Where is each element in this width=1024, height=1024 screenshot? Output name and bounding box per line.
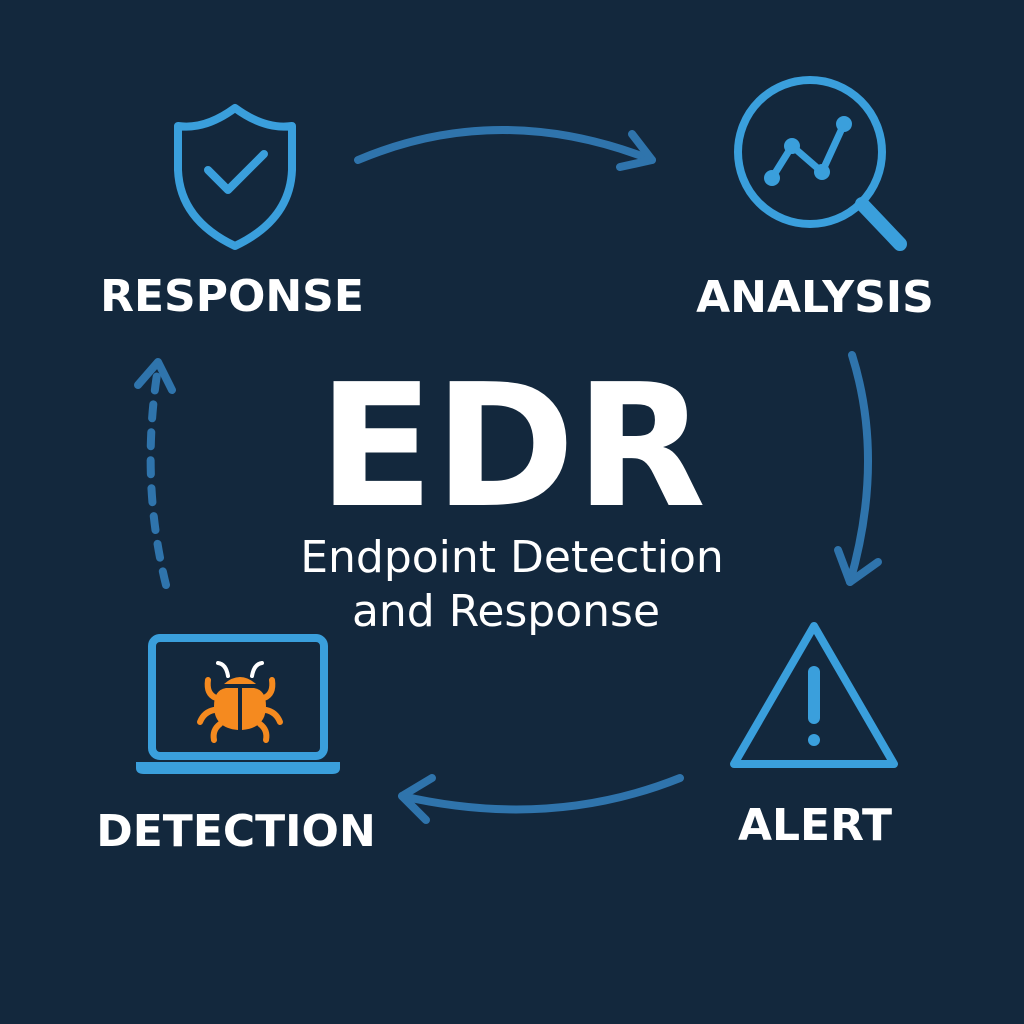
stage-label-alert: ALERT xyxy=(738,800,892,851)
subtitle-line-2: and Response xyxy=(352,586,660,637)
stage-label-detection: DETECTION xyxy=(96,806,376,857)
arrow-analysis-to-alert xyxy=(834,351,882,586)
laptop-bug-icon xyxy=(136,634,340,774)
shield-check-icon xyxy=(174,104,296,250)
title: EDR xyxy=(318,348,706,546)
arrow-alert-to-detection xyxy=(398,774,684,824)
warning-triangle-icon xyxy=(730,622,898,768)
magnifier-chart-icon xyxy=(734,76,907,251)
stage-label-response: RESPONSE xyxy=(100,271,364,322)
arrow-detection-to-response-dashed xyxy=(134,358,176,589)
subtitle-line-1: Endpoint Detection xyxy=(300,532,724,583)
stage-label-analysis: ANALYSIS xyxy=(696,272,934,323)
bug-icon xyxy=(197,661,283,743)
arrow-response-to-analysis xyxy=(354,126,656,171)
